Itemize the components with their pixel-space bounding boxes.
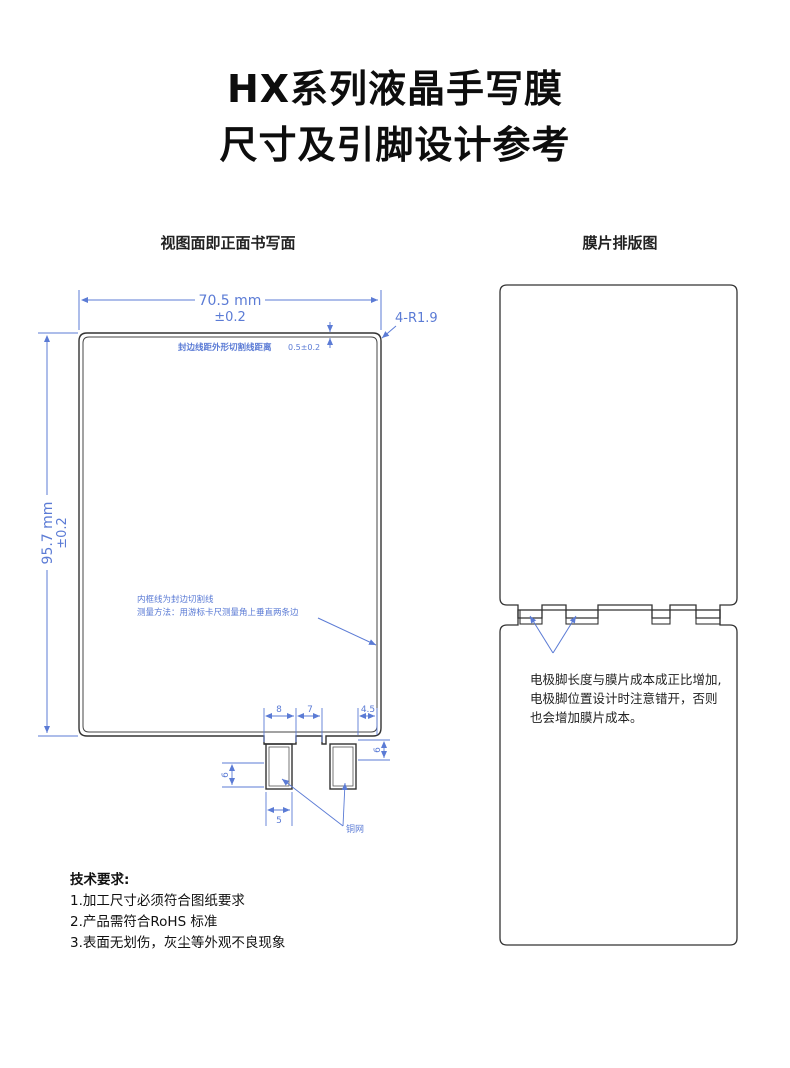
- pin-width: 5: [276, 816, 282, 826]
- title-line-1: HX系列液晶手写膜: [226, 67, 564, 111]
- width-dimension: [78, 290, 382, 330]
- front-view-heading: 视图面即正面书写面: [160, 234, 296, 252]
- layout-note: 电极脚长度与膜片成本成正比增加, 电极脚位置设计时注意错开，否则 也会增加膜片成…: [530, 670, 721, 727]
- pin-width-dimension: [265, 792, 293, 826]
- pin-gap-a: 8: [276, 705, 282, 715]
- pin-length-left-dimension: [222, 762, 264, 788]
- inner-note-line2: 测量方法：用游标卡尺测量角上垂直两条边: [137, 607, 299, 618]
- layout-film-top: [499, 284, 738, 619]
- seal-line: [82, 336, 378, 733]
- layout-note-line3: 也会增加膜片成本。: [530, 710, 643, 725]
- layout-note-line2: 电极脚位置设计时注意错开，否则: [530, 691, 718, 706]
- pin-right: [329, 743, 357, 790]
- layout-note-line1: 电极脚长度与膜片成本成正比增加,: [530, 672, 722, 687]
- width-value: 70.5 mm: [199, 293, 262, 309]
- layout-bottom-pins: [519, 609, 721, 625]
- width-tolerance: ±0.2: [214, 310, 246, 325]
- inner-note-line1: 内框线为封边切割线: [137, 594, 214, 605]
- pin-length-left: 6: [221, 772, 231, 778]
- layout-note-leader: [529, 615, 577, 654]
- title-line-2: 尺寸及引脚设计参考: [219, 123, 571, 167]
- seal-distance-label: 封边线距外形切割线距离: [178, 342, 272, 353]
- pin-offset: 4.5: [361, 705, 375, 715]
- pin-length-right-dimension: [358, 739, 390, 761]
- pin-length-right: 6: [373, 747, 383, 753]
- corner-radius-callout: [381, 325, 397, 339]
- requirement-item: 1.加工尺寸必须符合图纸要求: [70, 893, 245, 909]
- requirement-item: 3.表面无划伤，灰尘等外观不良现象: [70, 935, 286, 951]
- requirements-block: 技术要求: 1.加工尺寸必须符合图纸要求 2.产品需符合RoHS 标准 3.表面…: [70, 870, 285, 954]
- requirements-heading: 技术要求:: [70, 872, 130, 888]
- pin-gap-b: 7: [307, 705, 313, 715]
- layout-film-bottom: [499, 609, 738, 946]
- layout-heading: 膜片排版图: [582, 234, 658, 252]
- height-dimension: [38, 332, 78, 737]
- pin-left: [265, 743, 293, 790]
- corner-radius-label: 4-R1.9: [395, 311, 438, 326]
- copper-leader: [281, 778, 348, 827]
- copper-label: 铜网: [346, 823, 364, 835]
- seal-distance-value: 0.5±0.2: [288, 343, 320, 352]
- pin-spacing-dimension: [263, 708, 378, 742]
- film-outline: [78, 332, 382, 745]
- inner-note-leader: [317, 617, 377, 646]
- requirement-item: 2.产品需符合RoHS 标准: [70, 914, 218, 930]
- height-tolerance: ±0.2: [55, 517, 70, 549]
- pin-right-inner: [332, 746, 354, 787]
- pin-left-inner: [268, 746, 290, 787]
- height-value: 95.7 mm: [40, 502, 56, 565]
